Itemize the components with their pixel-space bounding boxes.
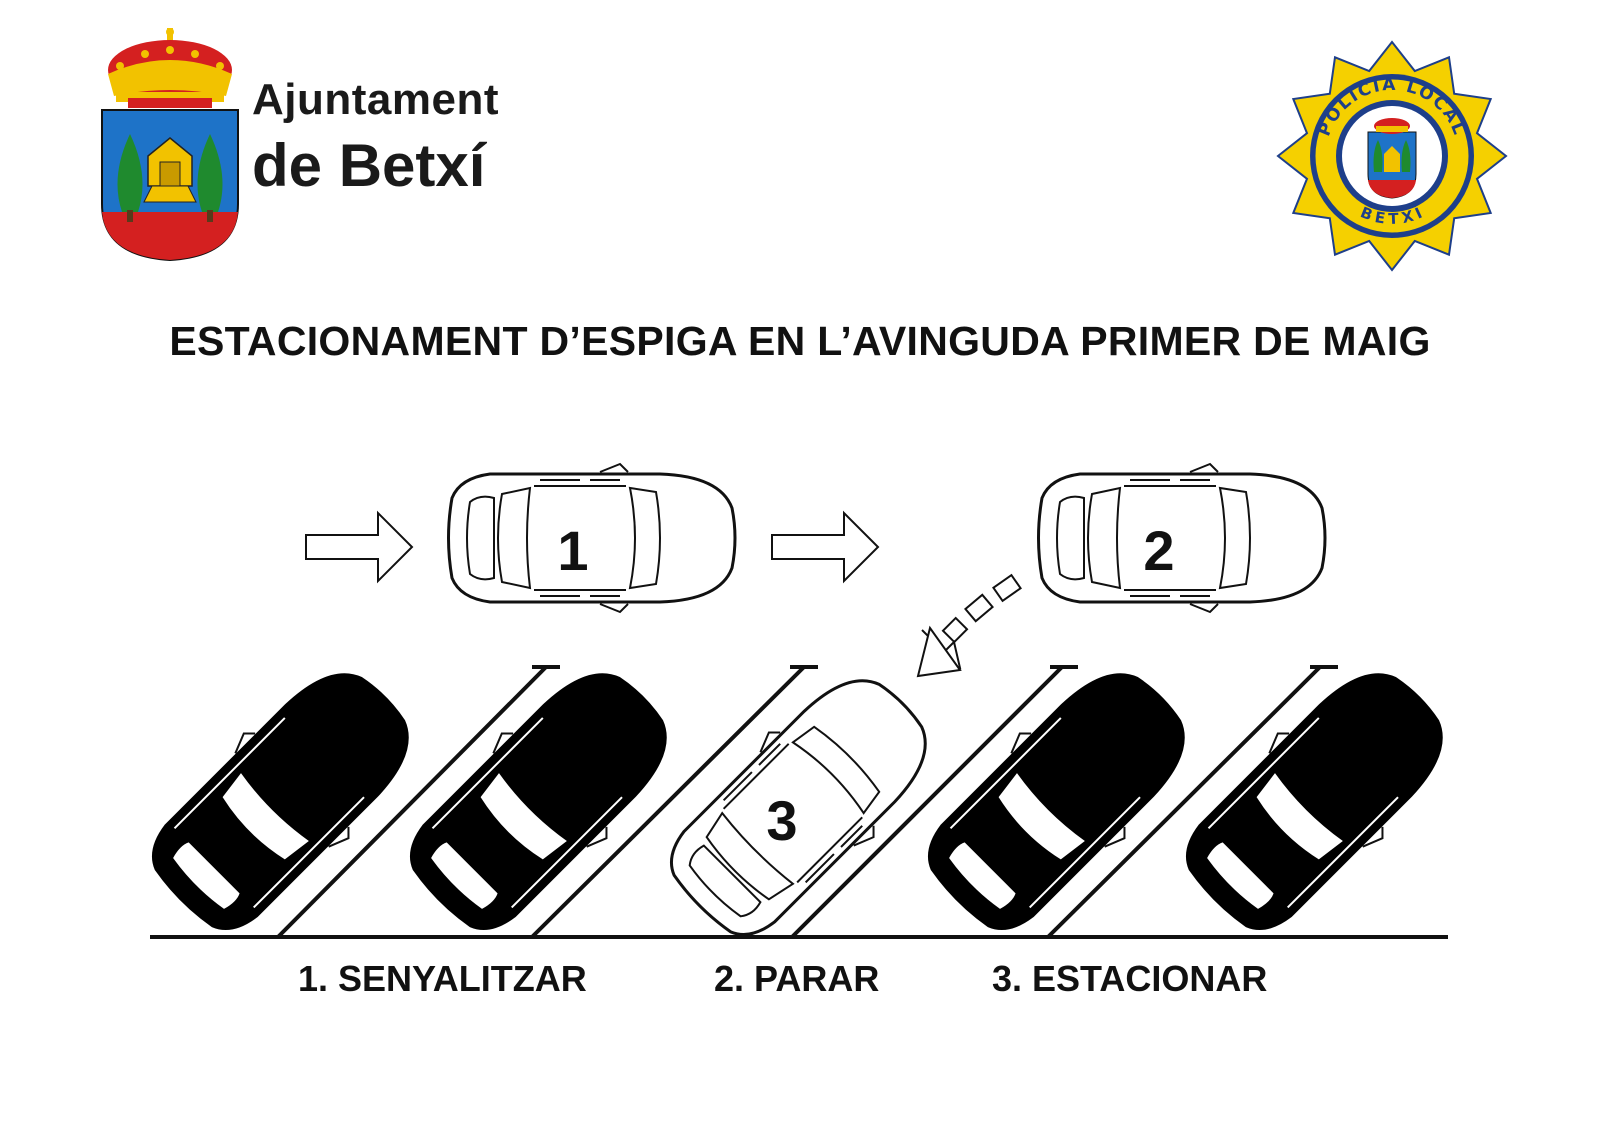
car-label-3: 3 xyxy=(766,789,797,852)
car-icon xyxy=(1037,462,1327,614)
parking-lines xyxy=(150,665,1448,939)
police-badge-icon: POLICIA LOCAL BETXÍ xyxy=(1276,40,1508,272)
parked-car-icon xyxy=(128,643,439,954)
parked-car-icon xyxy=(904,643,1215,954)
car-icon xyxy=(447,462,737,614)
page-title: ESTACIONAMENT D’ESPIGA EN L’AVINGUDA PRI… xyxy=(169,318,1431,364)
parked-car-icon xyxy=(1162,643,1473,954)
car-label-1: 1 xyxy=(557,519,588,582)
org-name: Ajuntament de Betxí xyxy=(252,74,499,200)
coat-of-arms-icon xyxy=(101,28,239,262)
parking-diagram: 1 2 3 xyxy=(128,462,1473,960)
dashed-arrow-icon xyxy=(916,573,1022,678)
car-label-2: 2 xyxy=(1143,519,1174,582)
parked-car-icon xyxy=(386,643,697,954)
crown-icon xyxy=(108,28,232,108)
step-2-label: 2. PARAR xyxy=(714,958,880,999)
step-1-label: 1. SENYALITZAR xyxy=(298,958,587,999)
step-3-label: 3. ESTACIONAR xyxy=(992,958,1268,999)
org-name-line2: de Betxí xyxy=(252,132,486,199)
arrow-right-icon xyxy=(771,512,879,582)
car-icon xyxy=(646,649,957,960)
org-name-line1: Ajuntament xyxy=(252,75,499,124)
arrow-right-icon xyxy=(305,512,413,582)
